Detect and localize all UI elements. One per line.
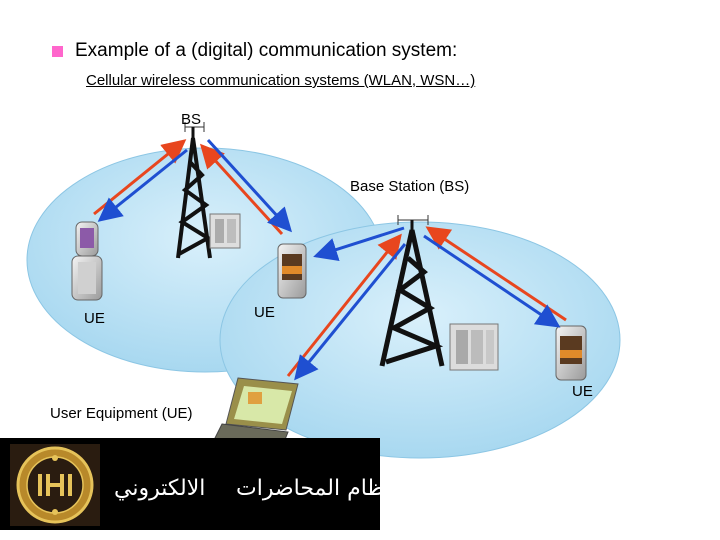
tower-left-icon: [176, 122, 212, 259]
link-right-ue-downlink: [423, 234, 561, 328]
footer-arabic-right: نظام المحاضرات: [236, 476, 392, 501]
ue-label-right: UE: [572, 383, 593, 400]
ue-label-left: UE: [84, 310, 105, 327]
link-laptop-uplink: [286, 233, 402, 377]
link-left-ue-downlink: [97, 148, 188, 222]
link-center-ue-r-downlink: [313, 226, 405, 262]
university-logo-icon: [10, 444, 100, 526]
base-station-box-right: [449, 323, 499, 371]
tower-right-icon: [379, 215, 445, 367]
user-equipment-label: User Equipment (UE): [50, 405, 193, 422]
pda-center-icon: [277, 243, 307, 299]
base-station-label: Base Station (BS): [350, 178, 470, 195]
bs-label: BS: [181, 111, 202, 128]
flip-phone-icon: [71, 221, 103, 301]
bullet-square-icon: [52, 45, 63, 57]
slide-subheading: Cellular wireless communication systems …: [86, 72, 476, 89]
slide-heading: Example of a (digital) communication sys…: [75, 40, 458, 61]
base-station-box-left: [209, 213, 241, 249]
radio-links: [93, 138, 567, 381]
footer-arabic-left: الالكتروني: [114, 476, 206, 501]
pda-right-icon: [555, 325, 587, 381]
link-center-ue-downlink: [206, 138, 293, 233]
link-laptop-downlink: [294, 243, 407, 381]
bullet-line: Example of a (digital) communication sys…: [52, 40, 457, 62]
ue-label-center: UE: [254, 304, 275, 321]
